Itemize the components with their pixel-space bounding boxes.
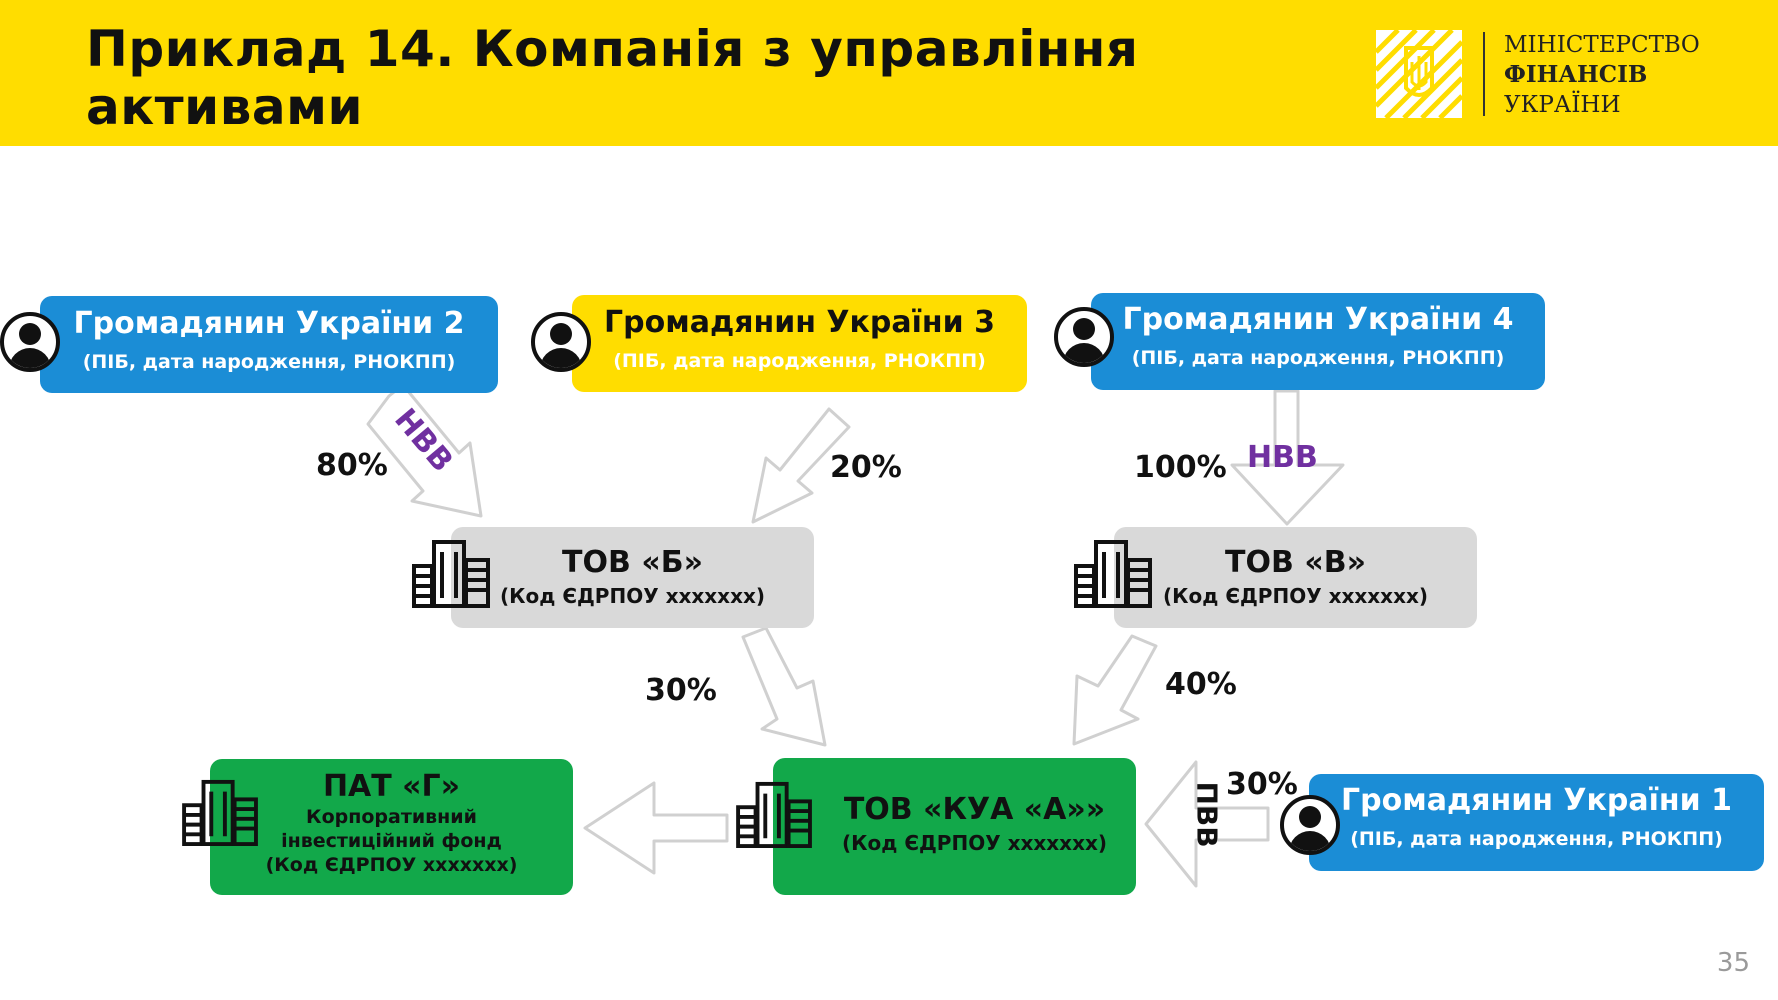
percent-citizen2-tov-b: 80% <box>316 448 388 483</box>
tov-v-code: (Код ЄДРПОУ ххххххх) <box>1162 584 1429 608</box>
person-icon <box>0 312 60 372</box>
citizen-2-details: (ПІБ, дата народження, РНОКПП) <box>82 351 456 373</box>
building-icon <box>736 781 812 848</box>
tag-pvv-citizen1: ПВВ <box>1190 781 1224 848</box>
citizen-4-name: Громадянин України 4 <box>1122 302 1514 337</box>
building-icon <box>1074 540 1152 608</box>
percent-citizen4-tov-v: 100% <box>1134 450 1227 485</box>
citizen-1-details: (ПІБ, дата народження, РНОКПП) <box>1350 828 1723 850</box>
logo-line-3: УКРАЇНИ <box>1504 92 1621 118</box>
pat-g-line-2: інвестиційний фонд <box>281 830 502 852</box>
building-icon <box>412 540 490 608</box>
pat-g-name: ПАТ «Г» <box>322 769 461 804</box>
person-icon <box>1054 307 1114 367</box>
logo-divider <box>1483 32 1485 116</box>
percent-citizen1-kua-a: 30% <box>1226 767 1298 802</box>
citizen-3-name: Громадянин України 3 <box>604 305 995 340</box>
arrow-kua-a-to-pat-g <box>583 781 729 875</box>
citizen-1-box: Громадянин України 1 (ПІБ, дата народжен… <box>1309 774 1764 871</box>
percent-tov-v-kua-a: 40% <box>1165 667 1237 702</box>
arrow-citizen4-to-tov-v <box>1230 389 1345 526</box>
citizen-2-name: Громадянин України 2 <box>73 306 465 341</box>
citizen-1-name: Громадянин України 1 <box>1341 783 1732 818</box>
building-icon <box>182 779 258 846</box>
pat-g-line-1: Корпоративний <box>306 806 477 828</box>
citizen-2-box: Громадянин України 2 (ПІБ, дата народжен… <box>40 296 498 393</box>
arrow-citizen1-to-kua-a <box>1144 760 1270 888</box>
kua-a-name: ТОВ «КУА «А»» <box>843 792 1106 827</box>
title-line-1: Приклад 14. Компанія з управління <box>86 20 1139 78</box>
percent-tov-b-kua-a: 30% <box>645 673 717 708</box>
arrow-tov-v-to-kua-a <box>1072 634 1158 746</box>
kua-a-box: ТОВ «КУА «А»» (Код ЄДРПОУ ххххххх) <box>773 758 1136 895</box>
logo-line-2: ФІНАНСІВ <box>1504 61 1648 88</box>
page-number: 35 <box>1716 948 1750 978</box>
person-icon <box>531 312 591 372</box>
kua-a-code: (Код ЄДРПОУ ххххххх) <box>841 831 1108 855</box>
title-line-2: активами <box>86 78 363 136</box>
header-bar: Приклад 14. Компанія з управління актива… <box>0 0 1778 146</box>
citizen-4-box: Громадянин України 4 (ПІБ, дата народжен… <box>1091 293 1545 390</box>
citizen-4-details: (ПІБ, дата народження, РНОКПП) <box>1131 347 1505 369</box>
tov-b-box: ТОВ «Б» (Код ЄДРПОУ ххххххх) <box>451 527 814 628</box>
person-icon <box>1280 795 1340 855</box>
pat-g-box: ПАТ «Г» Корпоративний інвестиційний фонд… <box>210 759 573 895</box>
tag-nvv-citizen4: НВВ <box>1247 440 1318 475</box>
percent-citizen3-tov-b: 20% <box>830 450 902 485</box>
logo-line-1: МІНІСТЕРСТВО <box>1504 32 1700 58</box>
arrow-tov-b-to-kua-a <box>741 626 827 747</box>
ministry-emblem-icon <box>1376 30 1462 118</box>
tov-b-code: (Код ЄДРПОУ ххххххх) <box>499 584 766 608</box>
arrow-citizen2-to-tov-b <box>366 383 483 518</box>
citizen-3-box: Громадянин України 3 (ПІБ, дата народжен… <box>572 295 1027 392</box>
page-title: Приклад 14. Компанія з управління актива… <box>86 20 1286 136</box>
tov-b-name: ТОВ «Б» <box>562 545 703 580</box>
arrow-citizen3-to-tov-b <box>751 407 851 524</box>
citizen-3-details: (ПІБ, дата народження, РНОКПП) <box>613 350 986 372</box>
tov-v-box: ТОВ «В» (Код ЄДРПОУ ххххххх) <box>1114 527 1477 628</box>
ministry-logo-text: МІНІСТЕРСТВО ФІНАНСІВ УКРАЇНИ <box>1504 30 1700 120</box>
tov-v-name: ТОВ «В» <box>1225 545 1366 580</box>
pat-g-code: (Код ЄДРПОУ ххххххх) <box>265 854 518 876</box>
